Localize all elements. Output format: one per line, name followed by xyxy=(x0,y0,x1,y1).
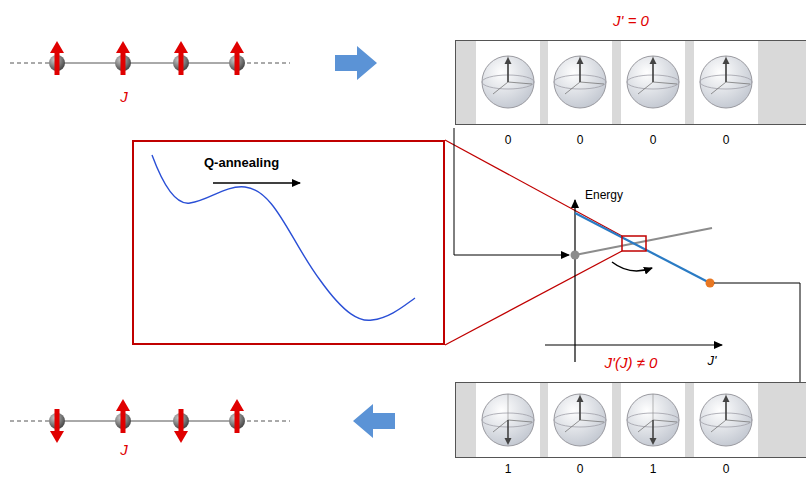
coupling-label: J xyxy=(120,88,128,105)
axis-label: J' xyxy=(708,354,717,369)
panel-heading: J'(J) ≠ 0 xyxy=(456,354,806,371)
qubit-state: 0 xyxy=(723,134,730,148)
qubit-state: 0 xyxy=(577,134,584,148)
qubit-state: 1 xyxy=(505,463,512,477)
qubit-state: 0 xyxy=(505,134,512,148)
zoom-title: Q-annealing xyxy=(204,156,279,171)
axis-label: Energy xyxy=(585,189,623,203)
qubit-state: 0 xyxy=(577,463,584,477)
spin-panel: J' = 0 xyxy=(455,40,806,125)
qubit-state: 0 xyxy=(650,134,657,148)
coupling-label: J xyxy=(120,441,128,458)
qubit-state: 0 xyxy=(723,463,730,477)
zoom-box: Q-annealing xyxy=(132,140,445,345)
spin-panel: J'(J) ≠ 0 xyxy=(455,382,806,458)
panel-heading: J' = 0 xyxy=(456,12,806,29)
qubit-state: 1 xyxy=(650,463,657,477)
